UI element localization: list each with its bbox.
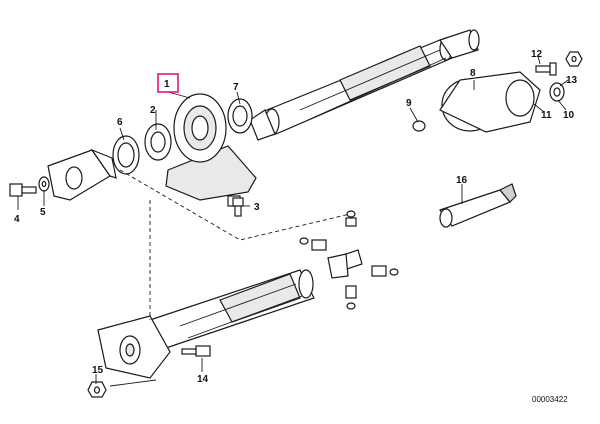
callout-7: 7 bbox=[233, 82, 239, 93]
callout-14: 14 bbox=[197, 374, 209, 385]
circlip bbox=[412, 120, 426, 132]
callout-15: 15 bbox=[92, 365, 104, 376]
screw bbox=[232, 197, 244, 217]
callout-16: 16 bbox=[456, 175, 468, 186]
leader-lines bbox=[17, 55, 569, 387]
front-propeller-shaft bbox=[249, 29, 480, 141]
nut-13 bbox=[565, 51, 583, 67]
callout-11: 11 bbox=[541, 110, 552, 121]
bearing-ring bbox=[144, 123, 172, 161]
callout-13: 13 bbox=[566, 75, 578, 86]
flange-yoke bbox=[47, 148, 117, 201]
callout-12: 12 bbox=[531, 49, 543, 60]
rear-joint-disc bbox=[439, 71, 541, 133]
rear-propeller-shaft bbox=[97, 269, 315, 379]
callout-5: 5 bbox=[40, 207, 46, 218]
nut-15 bbox=[87, 381, 107, 398]
callout-3: 3 bbox=[254, 202, 260, 213]
ring-10 bbox=[549, 82, 565, 102]
hex-bolt bbox=[9, 183, 37, 197]
dust-ring bbox=[112, 135, 140, 175]
callout-8: 8 bbox=[470, 68, 476, 79]
sealing-ring bbox=[227, 98, 253, 134]
grease-tube bbox=[439, 183, 517, 228]
callout-labels: 1 2 3 4 5 6 7 8 9 10 11 12 13 14 15 16 bbox=[14, 49, 578, 385]
universal-joint-cross bbox=[299, 210, 399, 310]
callout-9: 9 bbox=[406, 98, 412, 109]
callout-10: 10 bbox=[563, 110, 575, 121]
washer bbox=[38, 176, 50, 192]
callout-4: 4 bbox=[14, 214, 20, 225]
callout-6: 6 bbox=[117, 117, 123, 128]
callout-1-highlight bbox=[157, 73, 179, 93]
callout-1: 1 bbox=[164, 79, 170, 90]
bolt-14 bbox=[181, 345, 211, 357]
document-number: 00003422 bbox=[532, 395, 568, 404]
callout-2: 2 bbox=[150, 105, 156, 116]
bolt-12 bbox=[535, 62, 557, 76]
